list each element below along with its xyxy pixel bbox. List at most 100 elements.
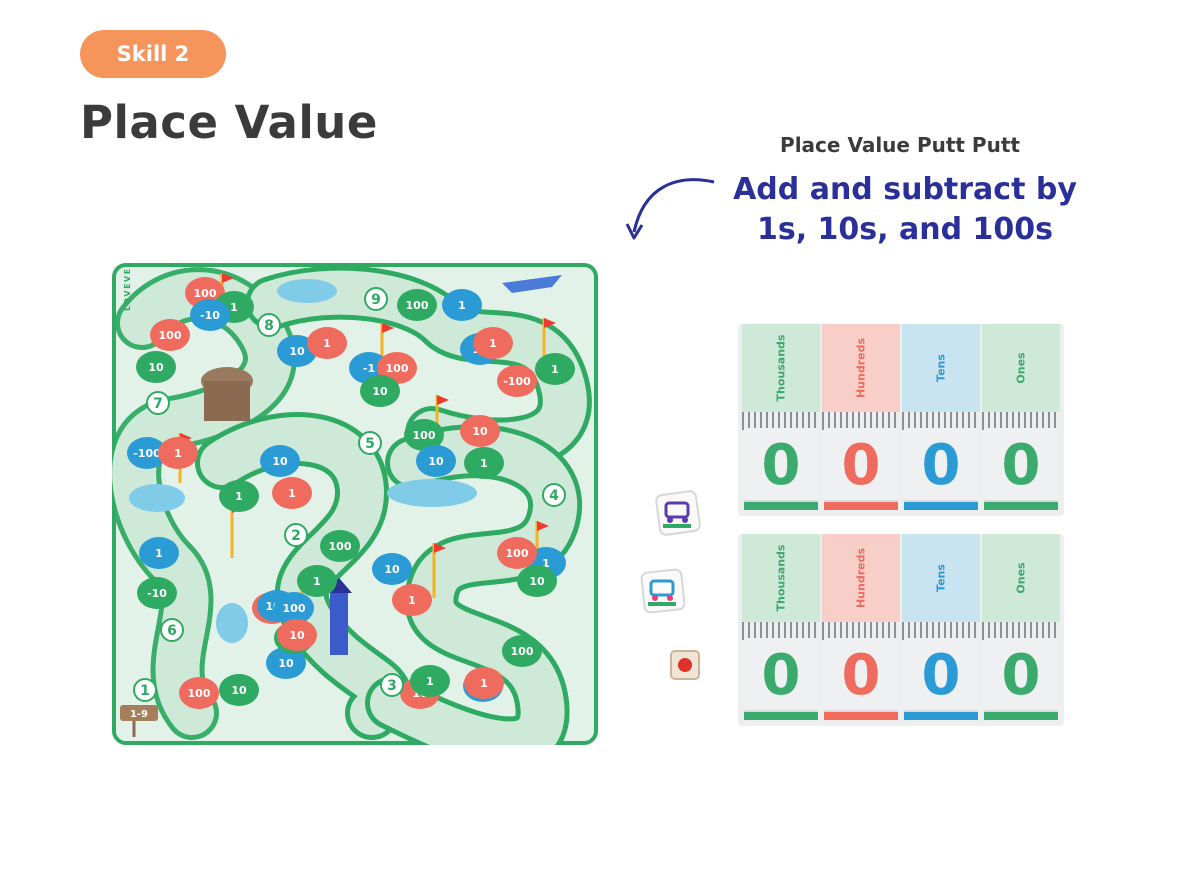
column-header: Tens	[902, 324, 980, 412]
board-tile-value: 10	[529, 575, 545, 588]
hole-number: 1	[140, 683, 150, 699]
column-base-stripe	[984, 502, 1058, 510]
board-tile	[158, 437, 198, 469]
board-tile-value: 1	[426, 675, 434, 688]
board-tile	[272, 477, 312, 509]
column-header: Hundreds	[822, 324, 900, 412]
board-tile	[464, 667, 504, 699]
board-tile	[517, 565, 557, 597]
board-tile	[442, 289, 482, 321]
board-tile	[274, 592, 314, 624]
board-tile-value: 100	[511, 645, 534, 658]
column-base-stripe	[744, 712, 818, 720]
digit-value: 0	[841, 432, 881, 498]
column-base-stripe	[904, 712, 978, 720]
column-header: Ones	[982, 534, 1060, 622]
digit-value: 0	[761, 642, 801, 708]
board-tile-value: 100	[283, 602, 306, 615]
digit-flip-card[interactable]: 0	[744, 428, 818, 502]
digit-flip-card[interactable]: 0	[824, 638, 898, 712]
board-tile-value: -10	[200, 309, 220, 322]
digit-flip-card[interactable]: 0	[744, 638, 818, 712]
hole-number-marker	[257, 313, 281, 337]
column-header: Ones	[982, 324, 1060, 412]
board-tile-value: 10	[372, 385, 388, 398]
spiral-binding	[902, 622, 980, 640]
column-base-stripe	[824, 502, 898, 510]
column-label: Hundreds	[854, 547, 868, 609]
start-sign: 1-9	[120, 705, 158, 737]
hole-number-marker	[380, 673, 404, 697]
board-tile-value: 100	[506, 547, 529, 560]
digit-flip-card[interactable]: 0	[824, 428, 898, 502]
column-base-stripe	[904, 502, 978, 510]
board-tile-value: 10	[289, 629, 305, 642]
place-column-hundreds: Hundreds 0	[822, 324, 900, 510]
board-tile	[535, 353, 575, 385]
board-tile	[502, 635, 542, 667]
board-tile-value: 1	[288, 487, 296, 500]
place-column-tens: Tens 0	[902, 324, 980, 510]
place-column-hundreds: Hundreds 0	[822, 534, 900, 720]
board-tile-value: 1	[313, 575, 321, 588]
hole-number: 7	[153, 396, 163, 412]
board-tile-value: 100	[386, 362, 409, 375]
board-tile-value: 1	[480, 677, 488, 690]
board-brand: LOVEVERY	[123, 263, 132, 311]
hole-number-marker	[358, 431, 382, 455]
column-label: Tens	[934, 564, 948, 592]
board-tile-value: 1	[480, 457, 488, 470]
board-tile-value: 1	[155, 547, 163, 560]
digit-flip-card[interactable]: 0	[984, 428, 1058, 502]
board-tile-value: -100	[503, 375, 531, 388]
board-tile	[320, 530, 360, 562]
dot-die[interactable]	[668, 648, 702, 682]
place-column-tens: Tens 0	[902, 534, 980, 720]
board-tile	[260, 445, 300, 477]
board-tile	[497, 365, 537, 397]
digit-flip-card[interactable]: 0	[984, 638, 1058, 712]
board-tile-value: 10	[148, 361, 164, 374]
board-tile	[277, 619, 317, 651]
digit-flip-card[interactable]: 0	[904, 638, 978, 712]
digit-value: 0	[1001, 642, 1041, 708]
board-tile-value: 100	[329, 540, 352, 553]
column-header: Thousands	[742, 324, 820, 412]
page-title: Place Value	[80, 96, 378, 149]
board-tile	[266, 647, 306, 679]
board-tile-value: 100	[413, 429, 436, 442]
board-tile-value: 1	[408, 594, 416, 607]
hole-number: 8	[264, 318, 274, 334]
board-tile	[397, 289, 437, 321]
board-tile	[219, 674, 259, 706]
board-tile-value: -10	[147, 587, 167, 600]
column-base-stripe	[824, 712, 898, 720]
hole-number-marker	[160, 618, 184, 642]
board-tile	[307, 327, 347, 359]
hole-number-marker	[133, 678, 157, 702]
hole-number-marker	[284, 523, 308, 547]
hole-number-marker	[146, 391, 170, 415]
golf-cart-die[interactable]	[655, 490, 701, 536]
caption: Add and subtract by 1s, 10s, and 100s	[733, 172, 1077, 247]
column-label: Ones	[1014, 562, 1028, 594]
board-tile-value: 1	[323, 337, 331, 350]
board-tile	[150, 319, 190, 351]
golf-cart-die[interactable]	[640, 568, 686, 614]
digit-flip-card[interactable]: 0	[904, 428, 978, 502]
board-tile-value: 100	[188, 687, 211, 700]
column-header: Hundreds	[822, 534, 900, 622]
hole-number: 2	[291, 528, 301, 544]
board-tile	[136, 351, 176, 383]
skill-badge: Skill 2	[80, 30, 226, 78]
column-label: Tens	[934, 354, 948, 382]
board-tile-value: -1	[363, 362, 375, 375]
board-tile	[497, 537, 537, 569]
board-tile-value: 10	[428, 455, 444, 468]
spiral-binding	[982, 622, 1060, 640]
board-tile-value: 10	[278, 657, 294, 670]
place-column-ones: Ones 0	[982, 534, 1060, 720]
board-tile-value: 100	[159, 329, 182, 342]
